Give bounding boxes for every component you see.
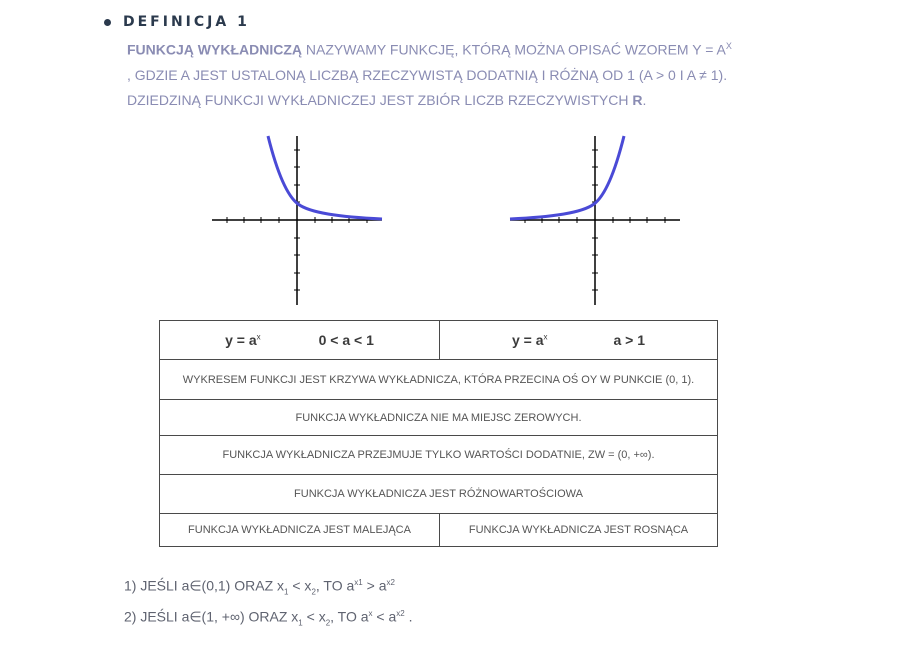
property-injective: FUNKCJA WYKŁADNICZA JEST RÓŻNOWARTOŚCIOW… (159, 474, 718, 514)
definition-heading: DEFINICJA 1 (123, 14, 250, 30)
graph-increasing (509, 135, 680, 305)
table-row: FUNKCJA WYKŁADNICZA JEST RÓŻNOWARTOŚCIOW… (159, 474, 718, 514)
definition-heading-row: DEFINICJA 1 (104, 14, 250, 30)
definition-line-2: , GDZIE a JEST USTALONĄ LICZBĄ RZECZYWIS… (127, 66, 728, 83)
table-row: FUNKCJA WYKŁADNICZA PRZEJMUJE TYLKO WART… (159, 435, 718, 475)
definition-text: FUNKCJĄ WYKŁADNICZĄ NAZYWAMY FUNKCJĘ, KT… (127, 34, 807, 113)
bullet-icon (104, 18, 111, 26)
graph-decreasing (212, 135, 383, 305)
property-values: FUNKCJA WYKŁADNICZA PRZEJMUJE TYLKO WART… (159, 435, 718, 475)
property-graph: WYKRESEM FUNKCJI JEST KRZYWA WYKŁADNICZA… (159, 359, 718, 400)
y-ticks (592, 149, 598, 291)
definition-line-3: DZIEDZINĄ FUNKCJI WYKŁADNICZEJ JEST ZBIÓ… (127, 91, 647, 108)
property-increasing: FUNKCJA WYKŁADNICZA JEST ROSNĄCA (439, 513, 718, 547)
definition-line-1: FUNKCJĄ WYKŁADNICZĄ NAZYWAMY FUNKCJĘ, KT… (127, 41, 732, 58)
property-zeros: FUNKCJA WYKŁADNICZA NIE MA MIEJSC ZEROWY… (159, 399, 718, 436)
property-decreasing: FUNKCJA WYKŁADNICZA JEST MALEJĄCA (159, 513, 440, 547)
table-row: FUNKCJA WYKŁADNICZA NIE MA MIEJSC ZEROWY… (159, 399, 718, 436)
increasing-curve (509, 135, 626, 221)
x-ticks (226, 217, 368, 223)
table-row: WYKRESEM FUNKCJI JEST KRZYWA WYKŁADNICZA… (159, 359, 718, 400)
table-row: FUNKCJA WYKŁADNICZA JEST MALEJĄCA FUNKCJ… (159, 513, 718, 547)
condition-2: 2) JEŚLI a∈(1, +∞) ORAZ x1 < x2, TO ax <… (124, 609, 413, 628)
condition-1: 1) JEŚLI a∈(0,1) ORAZ x1 < x2, TO ax1 > … (124, 577, 395, 597)
definition-term: FUNKCJĄ WYKŁADNICZĄ (127, 41, 302, 58)
monotonicity-conditions: 1) JEŚLI a∈(0,1) ORAZ x1 < x2, TO ax1 > … (124, 572, 413, 635)
decreasing-curve (266, 135, 383, 221)
